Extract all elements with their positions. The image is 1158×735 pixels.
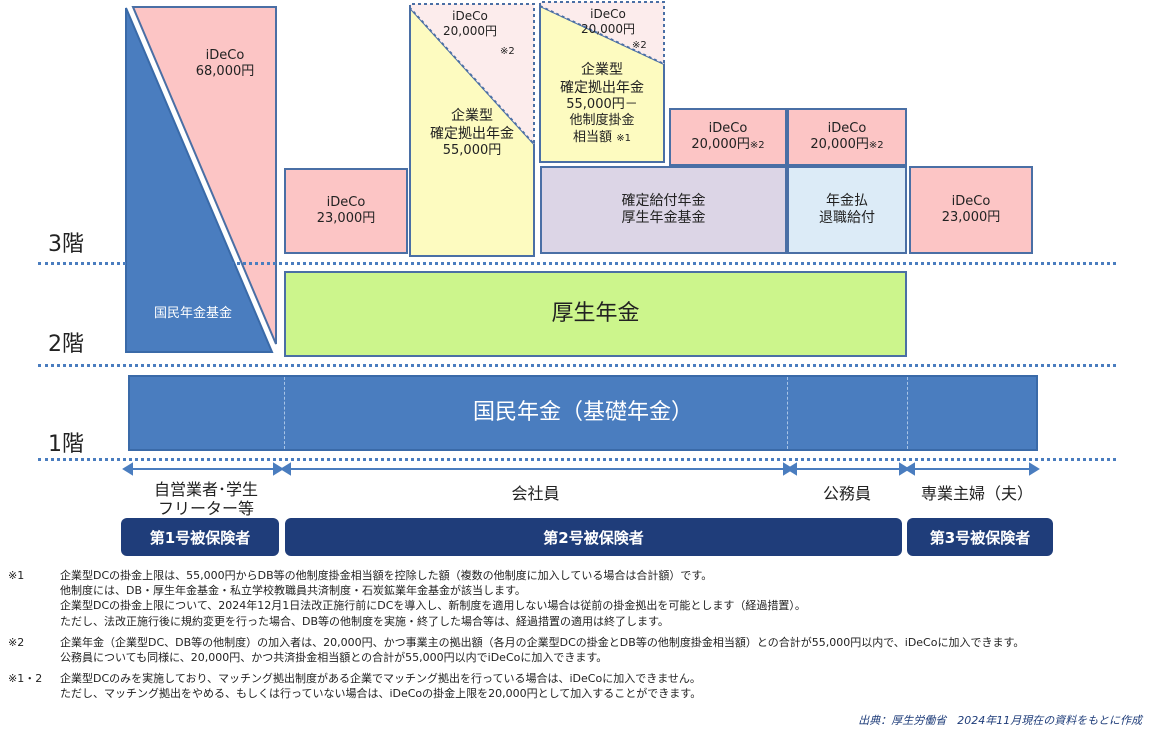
line: 確定拠出年金	[560, 79, 644, 96]
ideco-amount: 23,000円	[316, 211, 376, 226]
corp-dc-b-ideco-shape	[539, 1, 665, 66]
ideco-label: iDeCo	[326, 194, 366, 210]
footnote-line: 公務員についても同様に、20,000円、かつ共済掛金相当額との合計が55,000…	[60, 651, 608, 665]
kokumin-nenkin-box: 国民年金（基礎年金）	[128, 375, 1038, 451]
ideco-label: iDeCo	[708, 120, 748, 136]
floor-1-label: 1階	[48, 432, 84, 457]
line: 企業型	[451, 108, 493, 125]
floor-separator-1	[38, 458, 1116, 461]
footnote-line: 他制度には、DB・厚生年金基金・私立学校教職員共済制度・石炭鉱業年金基金が該当し…	[60, 584, 526, 598]
badge-first-insured: 第1号被保険者	[121, 518, 279, 556]
line: 確定給付年金	[621, 192, 706, 209]
ideco-amount: 20,000円※2	[691, 137, 765, 152]
self-employed-ideco-shape	[131, 6, 277, 345]
category-arrows	[122, 462, 1040, 476]
footnotes: ※1 企業型DCの掛金上限は、55,000円からDB等の他制度掛金相当額を控除した…	[8, 568, 1148, 708]
footnote: ※1・2 企業型DCのみを実施しており、マッチング拠出制度がある企業でマッチング拠…	[8, 671, 1148, 701]
ideco-label: iDeCo	[590, 7, 626, 21]
national-pension-fund-label: 国民年金基金	[153, 305, 232, 321]
line: 厚生年金基金	[621, 210, 706, 226]
floor-separator-2	[38, 364, 1116, 367]
national-pension-fund-shape	[125, 7, 274, 353]
ideco-amount: 20,000円※2	[810, 137, 884, 152]
line: 他制度掛金	[569, 113, 635, 129]
line: 相当額 ※1	[573, 129, 631, 145]
corp-dc-a-shape	[409, 5, 535, 257]
footnote-line: ただし、マッチング拠出をやめる、もしくは行っていない場合は、iDeCoの掛金上限…	[60, 687, 702, 701]
footnote-line: 企業年金（企業型DC、DB等の他制度）の加入者は、20,000円、かつ事業主の拠…	[60, 635, 1025, 649]
employee-ideco-box: iDeCo 23,000円	[284, 168, 408, 254]
line: 55,000円	[442, 143, 502, 159]
db-fund-box: 確定給付年金 厚生年金基金	[540, 166, 787, 254]
civil-ideco-box: iDeCo 20,000円※2	[787, 108, 907, 166]
line: フリーター等	[157, 499, 254, 519]
footnote-line: 企業型DCの掛金上限について、2024年12月1日法改正施行前にDCを導入し、新…	[60, 599, 806, 613]
ideco-label: iDeCo	[452, 9, 488, 23]
ideco-amount: 23,000円	[941, 210, 1001, 225]
corp-dc-b-ideco-note: ※2	[632, 40, 647, 51]
self-employed-ideco: iDeCo 68,000円	[170, 44, 280, 84]
footnote-mark: ※1	[8, 569, 25, 582]
kokumin-divider	[907, 377, 908, 449]
footnote: ※1 企業型DCの掛金上限は、55,000円からDB等の他制度掛金相当額を控除した…	[8, 568, 1148, 629]
ideco-amount: 20,000円	[443, 24, 497, 38]
housewife-ideco-box: iDeCo 23,000円	[909, 166, 1033, 254]
line: 年金払	[826, 192, 868, 209]
line: 企業型	[581, 62, 623, 79]
corp-dc-a-ideco-note: ※2	[500, 46, 515, 57]
footnote-mark: ※1・2	[8, 672, 43, 686]
corp-dc-a-ideco: iDeCo 20,000円	[420, 8, 520, 40]
source-credit: 出典：厚生労働省 2024年11月現在の資料をもとに作成	[858, 714, 1142, 727]
line: 自営業者･学生	[153, 480, 258, 499]
line: 退職給付	[819, 210, 875, 226]
category-self-employed: 自営業者･学生 フリーター等	[128, 480, 284, 518]
ideco-label: iDeCo	[205, 47, 245, 63]
footnote-line: 企業型DCのみを実施しており、マッチング拠出制度がある企業でマッチング拠出を行っ…	[60, 672, 701, 686]
corp-dc-b-ideco: iDeCo 20,000円	[558, 6, 658, 38]
corp-dc-a-ideco-shape	[409, 3, 535, 147]
footnote: ※2 企業年金（企業型DC、DB等の他制度）の加入者は、20,000円、かつ事業主…	[8, 635, 1148, 665]
corp-dc-b-text: 企業型 確定拠出年金 55,000円－ 他制度掛金 相当額 ※1	[542, 54, 662, 154]
kokumin-divider	[284, 377, 285, 449]
footnote-line: ただし、法改正施行後に規約変更を行った場合、DB等の他制度を実施・終了した場合等…	[60, 614, 669, 628]
floor-2-label: 2階	[48, 332, 84, 357]
footnote-mark: ※2	[8, 635, 25, 649]
footnote-line: 企業型DCの掛金上限は、55,000円からDB等の他制度掛金相当額を控除した額（…	[60, 569, 713, 582]
ideco-label: iDeCo	[951, 193, 991, 209]
category-housewife: 専業主婦（夫）	[920, 484, 1033, 503]
ideco-amount: 68,000円	[195, 64, 255, 79]
line: 55,000円－	[566, 97, 638, 113]
kokumin-nenkin-label: 国民年金（基礎年金）	[472, 400, 693, 426]
category-employee: 会社員	[511, 484, 560, 503]
line: 確定拠出年金	[430, 125, 514, 142]
kosei-nenkin-box: 厚生年金	[284, 271, 907, 357]
kokumin-divider	[787, 377, 788, 449]
badge-second-insured: 第2号被保険者	[285, 518, 902, 556]
floor-separator-3	[38, 262, 1116, 265]
ideco-amount: 20,000円	[581, 22, 635, 36]
civil-pension-box: 年金払 退職給付	[787, 166, 907, 254]
corp-dc-a-text: 企業型 確定拠出年金 55,000円	[412, 102, 532, 166]
category-civil-servant: 公務員	[822, 484, 871, 503]
badge-third-insured: 第3号被保険者	[907, 518, 1053, 556]
ideco-label: iDeCo	[827, 120, 867, 136]
db-ideco-box: iDeCo 20,000円※2	[669, 108, 787, 166]
floor-3-label: 3階	[48, 232, 84, 257]
